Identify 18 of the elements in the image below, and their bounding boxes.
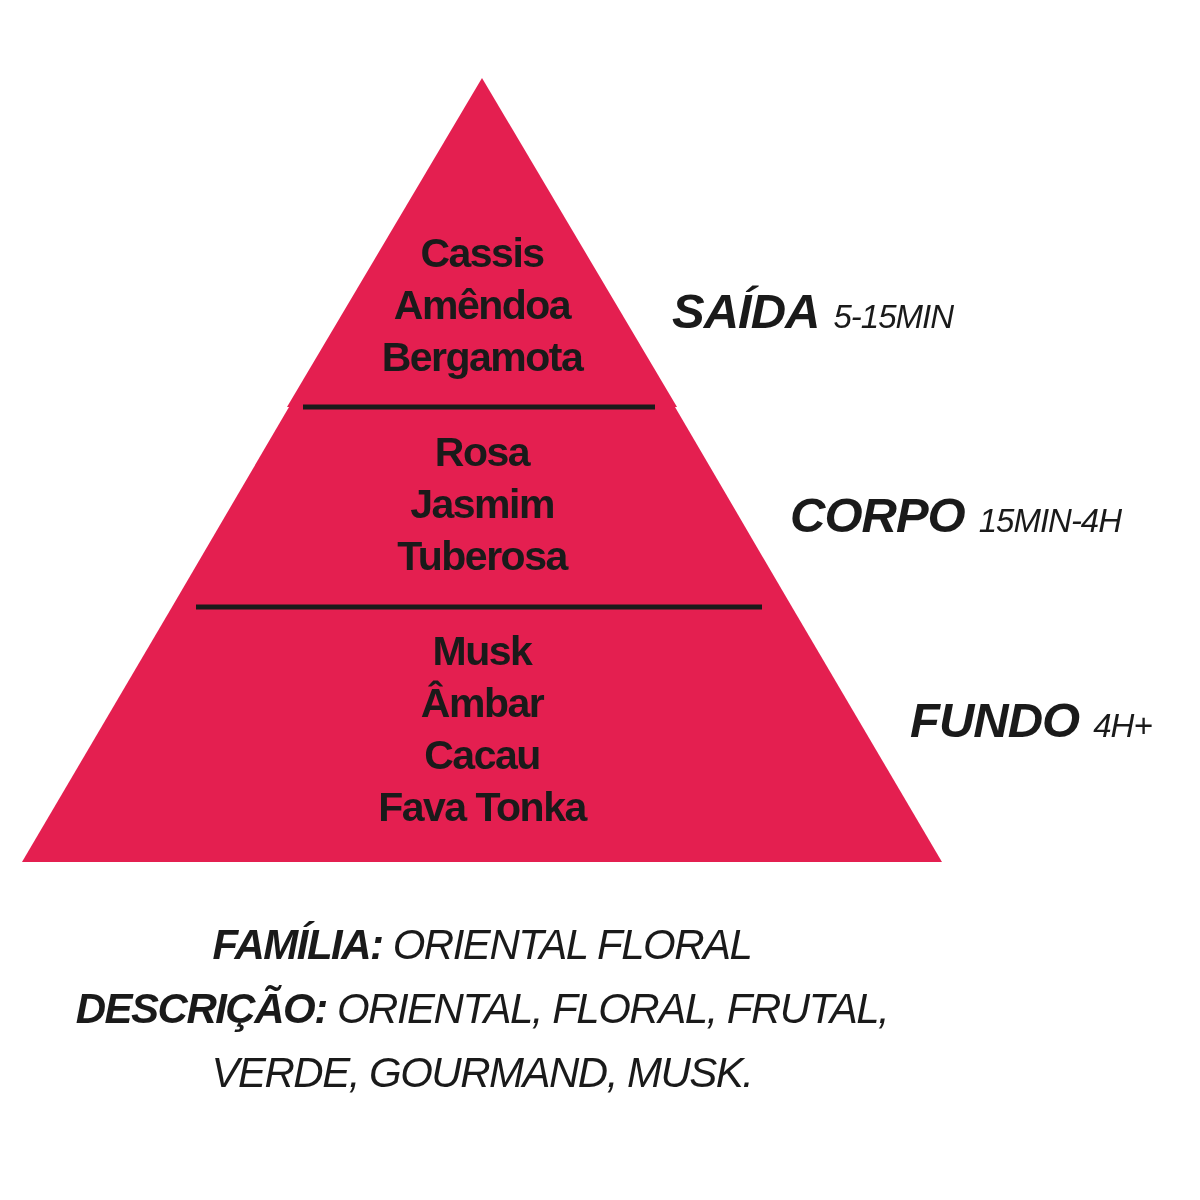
note-text: Bergamota [381,333,583,382]
duration-text: 5-15MIN [833,297,953,337]
note-text: Âmbar [420,679,544,728]
note-text: Amêndoa [393,281,571,330]
note-text: Fava Tonka [378,783,586,832]
note-text: Jasmim [410,480,554,529]
description-text: DESCRIÇÃO: ORIENTAL, FLORAL, FRUTAL, VERDE, GOURMAND, MUSK. [74,984,890,1098]
note-text: Musk [432,627,532,676]
duration-text: 15MIN-4H [978,501,1122,541]
duration-text: 4H+ [1093,706,1152,746]
stage-name: SAÍDA [672,283,820,339]
note-text: Rosa [434,428,530,477]
description-text: FAMÍLIA: ORIENTAL FLORAL [212,920,752,970]
stage-name: FUNDO [910,692,1080,748]
note-text: Cacau [424,731,540,780]
note-text: Tuberosa [397,532,567,581]
note-text: Cassis [420,229,544,278]
stage-name: CORPO [790,487,965,543]
